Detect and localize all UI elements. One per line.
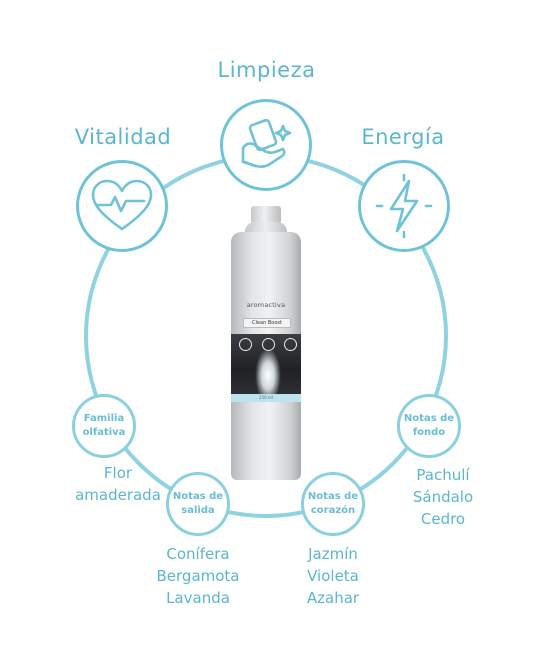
product-bottle: aromactiva Clean Boost 250 ml [229, 206, 303, 480]
label-energy-icon [239, 338, 252, 351]
label-heart-icon [284, 338, 297, 351]
familia-values: Flor amaderada [68, 462, 168, 506]
fondo-value-2: Sándalo [412, 488, 474, 506]
fondo-values: Pachulí Sándalo Cedro [393, 464, 493, 530]
salida-value-1: Conífera [166, 545, 230, 563]
label-energia: Energía [361, 125, 445, 149]
familia-value-1: Flor [103, 464, 133, 482]
vitalidad-icon-circle [76, 160, 168, 252]
familia-olfativa-circle: Familia olfativa [72, 394, 136, 458]
corazon-value-1: Jazmín [308, 545, 358, 563]
salida-value-2: Bergamota [156, 567, 240, 585]
corazon-value-3: Azahar [306, 589, 360, 607]
notas-fondo-circle: Notas de fondo [397, 394, 461, 458]
corazon-line-1: Notas de [307, 491, 359, 502]
fondo-value-3: Cedro [420, 510, 466, 528]
bottle-label-image [231, 334, 301, 394]
bottle-volume: 250 ml [231, 394, 301, 402]
notas-corazon-circle: Notas de corazón [301, 472, 365, 536]
limpieza-icon-circle [220, 99, 312, 191]
cleaning-hands-icon [241, 118, 292, 168]
corazon-value-2: Violeta [307, 567, 359, 585]
energia-icon-circle [358, 160, 450, 252]
notas-salida-circle: Notas de salida [166, 472, 230, 536]
bottle-cap [251, 206, 281, 224]
corazon-line-2: corazón [310, 505, 356, 516]
salida-line-1: Notas de [172, 491, 224, 502]
water-splash-image [255, 348, 281, 394]
lightning-bolt-icon [375, 173, 433, 239]
corazon-values: Jazmín Violeta Azahar [283, 543, 383, 609]
bottle-brand: aromactiva [246, 301, 286, 309]
fondo-line-1: Notas de [403, 413, 455, 424]
familia-value-2: amaderada [75, 486, 161, 504]
heart-pulse-icon [91, 179, 153, 231]
salida-value-3: Lavanda [166, 589, 230, 607]
fondo-line-2: fondo [412, 427, 446, 438]
familia-line-2: olfativa [82, 427, 126, 438]
salida-values: Conífera Bergamota Lavanda [145, 543, 251, 609]
bottle-product-name: Clean Boost [243, 318, 291, 328]
salida-line-2: salida [181, 505, 215, 516]
label-limpieza: Limpieza [217, 58, 316, 82]
fondo-value-1: Pachulí [416, 466, 470, 484]
label-vitalidad: Vitalidad [74, 125, 172, 149]
familia-line-1: Familia [83, 413, 125, 424]
